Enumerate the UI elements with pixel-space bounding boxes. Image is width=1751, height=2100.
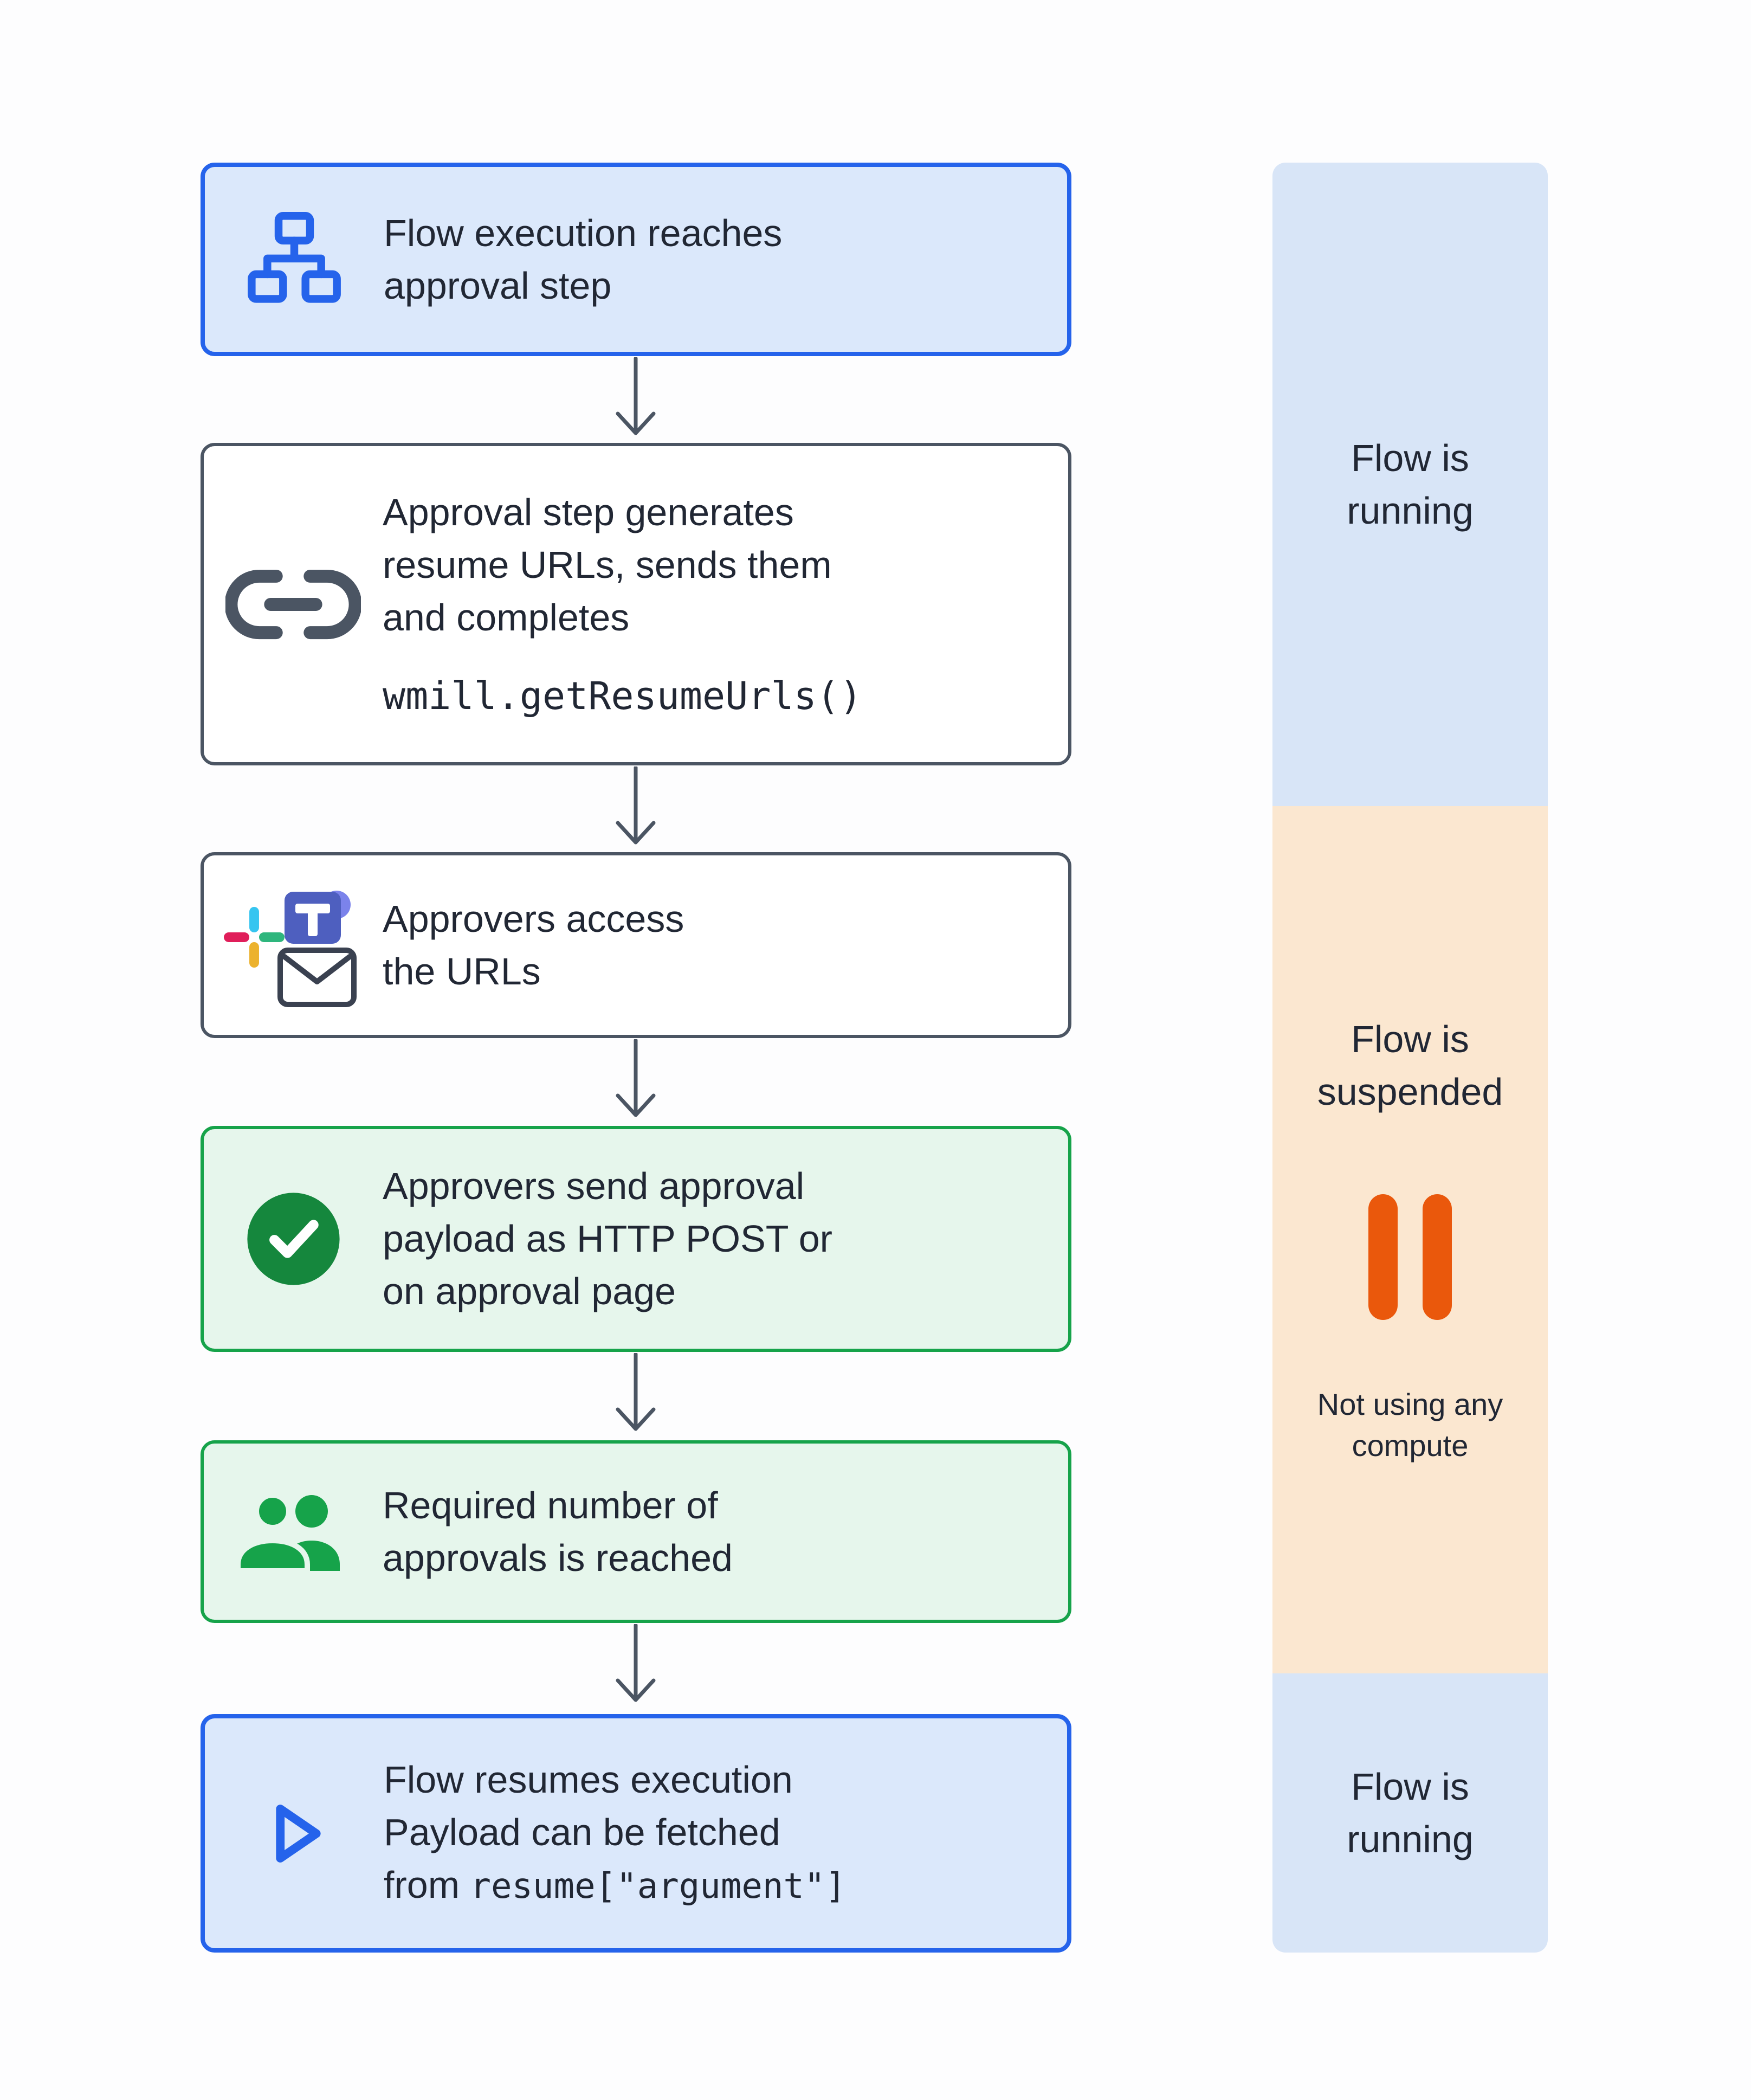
status-label: running (1347, 1818, 1474, 1860)
step-text: Flow execution reaches approval step (384, 207, 1067, 312)
sitemap-icon (205, 211, 384, 308)
step-text: Approval step generates resume URLs, sen… (383, 486, 1068, 723)
check-circle-icon (204, 1189, 383, 1289)
pause-icon (1368, 1194, 1452, 1320)
flow-arrow (616, 357, 656, 435)
step-text: Flow resumes execution Payload can be fe… (384, 1754, 1067, 1913)
step-text: Approvers send approval payload as HTTP … (383, 1160, 1068, 1318)
status-running-bottom: Flow is running (1272, 1673, 1548, 1953)
step-approvers-send-payload: Approvers send approval payload as HTTP … (201, 1126, 1071, 1352)
slack-icon (224, 906, 285, 968)
step-text: Required number of approvals is reached (383, 1479, 1068, 1584)
status-label: Flow is (1351, 1018, 1469, 1060)
text-line: Payload can be fetched (384, 1811, 780, 1853)
step-generate-resume-urls: Approval step generates resume URLs, sen… (201, 443, 1071, 765)
status-label: running (1347, 489, 1474, 532)
flow-arrow (616, 1353, 656, 1431)
text-line: Approvers send approval (383, 1165, 805, 1207)
email-icon (276, 945, 358, 1009)
step-text: Approvers access the URLs (383, 893, 1068, 998)
compute-note: Not using any compute (1317, 1387, 1503, 1463)
text-line: from resume["argument"] (384, 1864, 847, 1906)
play-icon (205, 1786, 384, 1881)
code-resume-argument: resume["argument"] (470, 1866, 847, 1906)
text-line: payload as HTTP POST or (383, 1218, 832, 1260)
step-approvers-access-urls: Approvers access the URLs (201, 852, 1071, 1038)
people-icon (204, 1484, 383, 1580)
link-icon (204, 537, 383, 672)
text-line: resume URLs, sends them (383, 543, 832, 586)
text-line: approval step (384, 264, 612, 307)
text-line: Approvers access (383, 897, 684, 940)
text-line: Flow execution reaches (384, 211, 783, 254)
text-line: on approval page (383, 1270, 676, 1312)
step-flow-reaches-approval: Flow execution reaches approval step (201, 163, 1071, 356)
text-line: approvals is reached (383, 1536, 733, 1579)
status-label: suspended (1317, 1071, 1503, 1113)
text-line: and completes (383, 596, 630, 639)
step-flow-resumes: Flow resumes execution Payload can be fe… (201, 1714, 1071, 1953)
status-label: Flow is (1351, 1765, 1469, 1808)
flow-arrow (616, 1039, 656, 1117)
status-running-top: Flow is running (1272, 163, 1548, 806)
step-required-approvals: Required number of approvals is reached (201, 1440, 1071, 1623)
status-label: Flow is (1351, 436, 1469, 479)
text-line: the URLs (383, 950, 541, 993)
text-line: Approval step generates (383, 491, 794, 533)
status-suspended: Flow is suspended Not using any compute (1272, 806, 1548, 1673)
messaging-apps-icon (204, 879, 383, 1012)
status-column: Flow is running Flow is suspended Not us… (1272, 163, 1548, 1953)
flow-arrow (616, 1624, 656, 1702)
code-get-resume-urls: wmill.getResumeUrls() (383, 673, 863, 718)
flow-arrow (616, 766, 656, 845)
text-line: Flow resumes execution (384, 1758, 793, 1801)
text-line: Required number of (383, 1484, 718, 1526)
